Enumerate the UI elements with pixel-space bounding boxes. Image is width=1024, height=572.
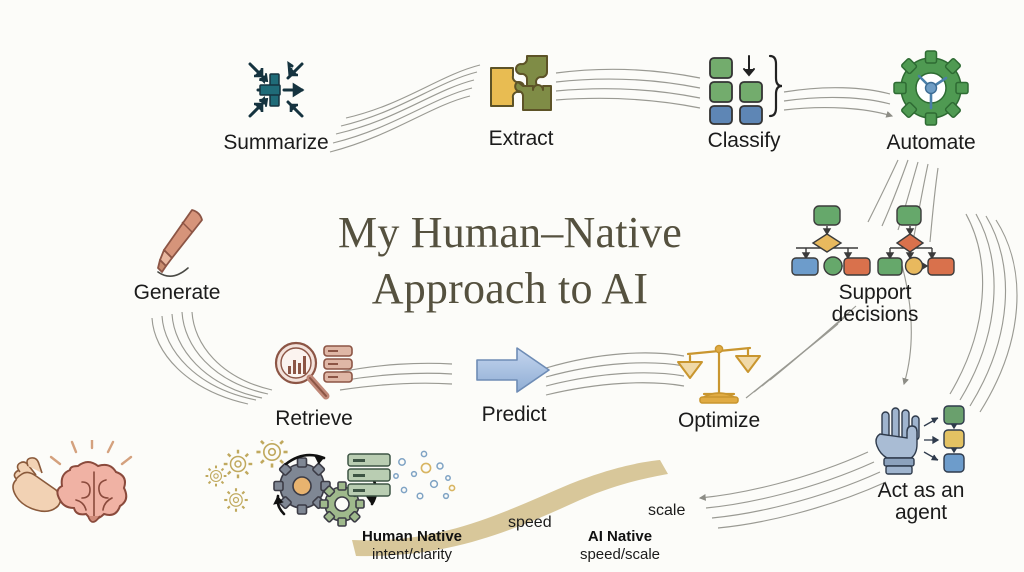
node-label-predict: Predict: [481, 403, 547, 426]
node-retrieve[interactable]: Retrieve: [262, 338, 366, 430]
node-act-as-agent[interactable]: Act as an agent: [846, 404, 996, 525]
node-automate[interactable]: Automate: [876, 48, 986, 154]
node-predict[interactable]: Predict: [466, 342, 562, 426]
node-label-act-as-agent: Act as an agent: [877, 479, 965, 525]
compress-arrows-icon: [238, 52, 314, 128]
node-label-support-decisions: Support decisions: [831, 281, 919, 327]
flowchart-icon: [786, 200, 964, 278]
title-line-2: Approach to AI: [371, 264, 649, 314]
gear-icon: [890, 48, 972, 128]
node-label-generate: Generate: [133, 281, 221, 304]
magnifier-data-icon: [268, 338, 360, 404]
grid-sort-icon: [702, 52, 786, 126]
puzzle-pieces-icon: [481, 50, 561, 124]
right-arrow-icon: [471, 342, 557, 400]
gears-icon: [205, 440, 378, 527]
node-classify[interactable]: Classify: [696, 52, 792, 152]
speed-label: speed: [508, 514, 552, 531]
ai-native-title: AI Native: [587, 528, 653, 545]
node-label-retrieve: Retrieve: [275, 407, 353, 430]
human-native-caption: Human Native intent/clarity: [332, 528, 492, 563]
human-to-ai-band: [352, 460, 668, 557]
scale-label: scale: [648, 502, 686, 519]
title-line-1: My Human–Native: [338, 208, 682, 257]
ai-native-caption: AI Native speed/scale: [540, 528, 700, 563]
balance-scales-icon: [674, 340, 764, 406]
node-label-optimize: Optimize: [677, 409, 761, 432]
node-summarize[interactable]: Summarize: [216, 52, 336, 154]
node-extract[interactable]: Extract: [466, 50, 576, 150]
svg-text:.: .: [0, 440, 4, 444]
robot-hand-icon: [868, 404, 974, 476]
dots-cluster-icon: [393, 450, 456, 500]
bottom-band-graphics: .: [0, 440, 668, 557]
brain-icon: [49, 440, 133, 523]
human-native-subtitle: intent/clarity: [371, 545, 453, 563]
swoosh-summarize-extract: [329, 64, 481, 153]
page-title: My Human–Native Approach to AI: [300, 205, 720, 318]
node-support-decisions[interactable]: Support decisions: [778, 200, 972, 327]
swoosh-generate-retrieve: [151, 311, 273, 405]
human-native-title: Human Native: [361, 528, 463, 545]
server-stack-icon: [347, 453, 391, 497]
node-generate[interactable]: Generate: [120, 204, 234, 304]
pen-icon: [136, 204, 218, 278]
node-label-summarize: Summarize: [223, 131, 329, 154]
node-label-extract: Extract: [488, 127, 554, 150]
hand-icon: [12, 457, 62, 513]
bottom-band: . speed scale Human Native intent/clarit…: [0, 440, 1024, 572]
swoosh-extract-classify: [555, 68, 701, 109]
node-label-classify: Classify: [707, 129, 781, 152]
ai-native-subtitle: speed/scale: [579, 545, 661, 563]
node-optimize[interactable]: Optimize: [662, 340, 776, 432]
node-label-automate: Automate: [886, 131, 976, 154]
